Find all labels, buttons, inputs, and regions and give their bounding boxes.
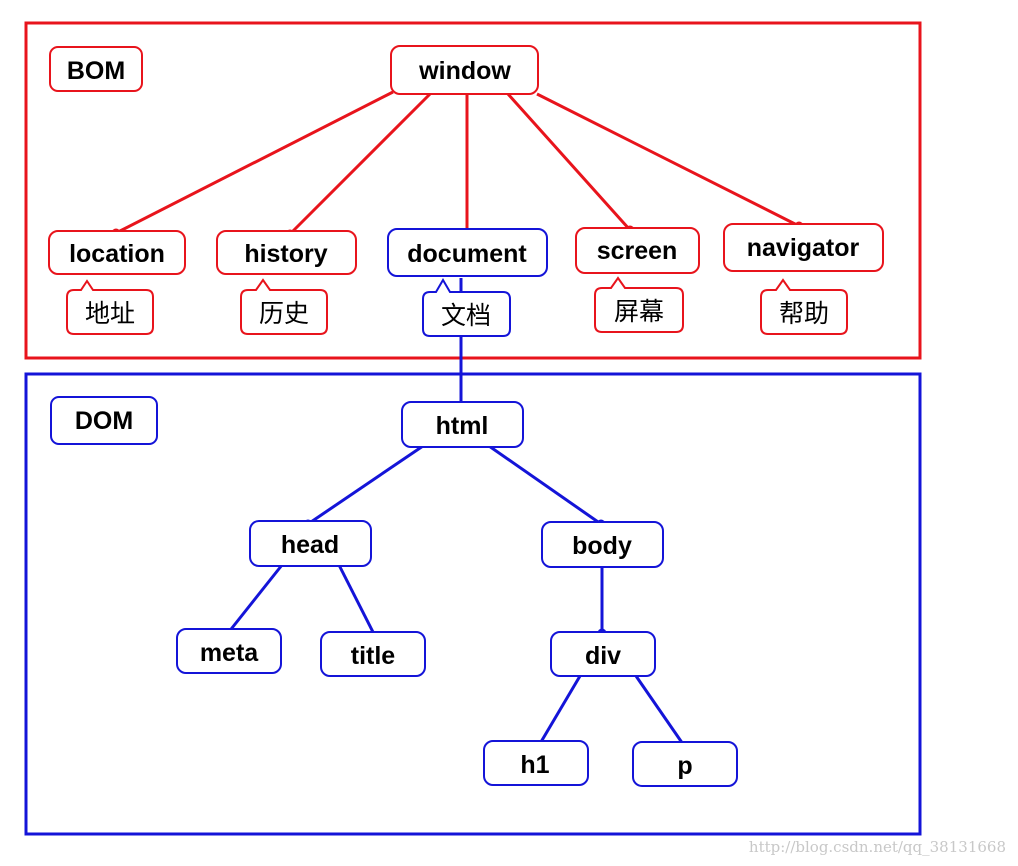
note-document-callout: [422, 278, 511, 337]
node-history-box: [216, 230, 357, 275]
node-screen-box: [575, 227, 700, 274]
node-body: body: [572, 532, 632, 560]
bom-label-box: [49, 46, 143, 92]
bom-label: BOM: [67, 57, 125, 85]
dom-section-frame: [24, 372, 922, 836]
node-div: div: [585, 642, 621, 670]
node-navigator-box: [723, 223, 884, 272]
node-h1: h1: [520, 751, 549, 779]
note-history: 历史: [259, 299, 309, 328]
edge-window-history: [288, 92, 432, 236]
note-screen: 屏幕: [614, 297, 664, 326]
note-history-callout: [240, 278, 328, 335]
note-document: 文档: [441, 301, 491, 330]
node-body-box: [541, 521, 664, 568]
node-location: location: [69, 240, 165, 268]
edge-window-location: [115, 90, 394, 235]
note-location: 地址: [85, 299, 135, 328]
node-location-box: [48, 230, 186, 275]
node-html: html: [436, 412, 489, 440]
edge-html-head: [307, 444, 424, 526]
node-title-box: [320, 631, 426, 677]
dom-connectors: [226, 278, 687, 748]
bom-connectors: [115, 90, 800, 236]
node-window: window: [418, 57, 511, 85]
edge-head-title: [337, 564, 378, 639]
node-window-box: [390, 45, 539, 95]
dom-connector-dots: [223, 403, 690, 752]
edge-window-navigator: [536, 92, 800, 228]
edge-window-screen: [506, 92, 632, 232]
edge-div-p: [634, 675, 687, 748]
edge-div-h1: [536, 675, 582, 748]
node-head: head: [281, 531, 339, 559]
note-navigator-callout: [760, 278, 848, 335]
note-location-callout: [66, 279, 154, 335]
node-meta: meta: [200, 639, 259, 667]
node-div-box: [550, 631, 656, 677]
note-navigator: 帮助: [779, 299, 829, 328]
note-screen-callout: [594, 276, 684, 333]
node-screen: screen: [597, 237, 678, 265]
node-history: history: [244, 240, 327, 268]
node-head-box: [249, 520, 372, 567]
node-document: document: [407, 240, 527, 268]
node-p: p: [677, 752, 692, 780]
dom-label: DOM: [75, 407, 133, 435]
bom-section-frame: [24, 21, 922, 360]
node-html-box: [401, 401, 524, 448]
edge-head-meta: [226, 564, 284, 634]
node-meta-box: [176, 628, 282, 674]
node-h1-box: [483, 740, 589, 786]
dom-label-box: [50, 396, 158, 445]
node-navigator: navigator: [747, 234, 860, 262]
node-document-box: [387, 228, 548, 277]
watermark: http://blog.csdn.net/qq_38131668: [749, 838, 1006, 856]
node-p-box: [632, 741, 738, 787]
node-title: title: [351, 642, 396, 670]
edge-html-body: [488, 444, 602, 526]
